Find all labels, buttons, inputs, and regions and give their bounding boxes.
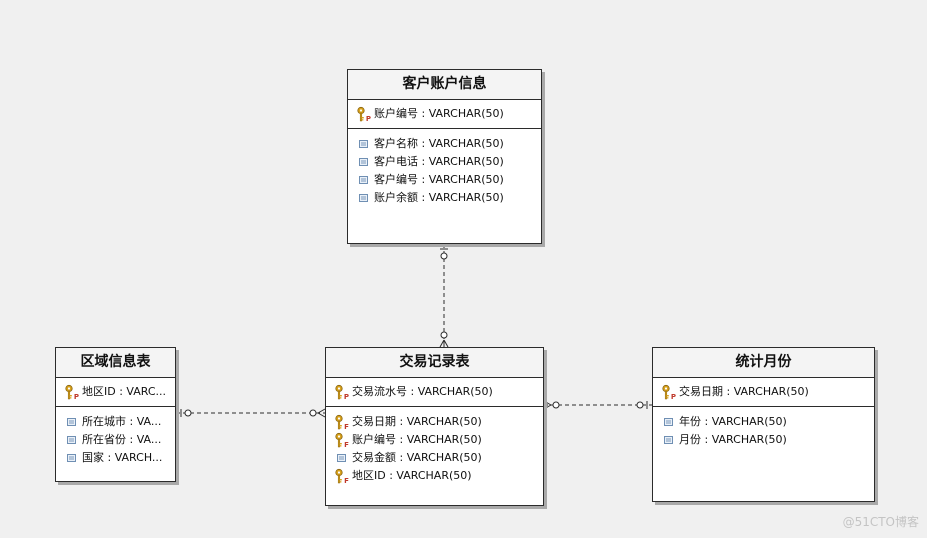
attribute-row[interactable]: 国家 : VARCH... — [56, 449, 175, 467]
entity-title: 区域信息表 — [56, 348, 175, 378]
attribute-icon — [356, 172, 372, 188]
attribute-row[interactable]: 客户编号 : VARCHAR(50) — [348, 171, 541, 189]
watermark: @51CTO博客 — [842, 515, 919, 529]
attribute-label: 账户编号 : VARCHAR(50) — [374, 107, 504, 120]
svg-text:F: F — [344, 423, 349, 430]
foreign-key-icon: F — [334, 432, 350, 449]
relationship-region-transaction[interactable] — [176, 408, 326, 418]
attribute-row[interactable]: 月份 : VARCHAR(50) — [653, 431, 874, 449]
attribute-label: 国家 : VARCH... — [82, 451, 163, 464]
primary-key-icon: P — [334, 384, 350, 401]
attribute-section: 客户名称 : VARCHAR(50) 客户电话 : VARCHAR(50) 客户编号… — [348, 129, 541, 213]
attribute-row[interactable]: 所在省份 : VA... — [56, 431, 175, 449]
svg-text:P: P — [344, 393, 349, 400]
attribute-row[interactable]: 年份 : VARCHAR(50) — [653, 413, 874, 431]
attribute-label: 客户电话 : VARCHAR(50) — [374, 155, 504, 168]
svg-text:P: P — [74, 393, 79, 400]
attribute-icon — [64, 432, 80, 448]
primary-key-icon: P — [661, 384, 677, 401]
attribute-icon — [64, 414, 80, 430]
entity-title: 交易记录表 — [326, 348, 543, 378]
attribute-row[interactable]: 交易金额 : VARCHAR(50) — [326, 449, 543, 467]
attribute-section: 所在城市 : VA... 所在省份 : VA... 国家 : VARCH... — [56, 407, 175, 473]
svg-text:P: P — [671, 393, 676, 400]
attribute-icon — [64, 450, 80, 466]
svg-text:F: F — [344, 477, 349, 484]
attribute-icon — [661, 414, 677, 430]
attribute-label: 所在城市 : VA... — [82, 415, 162, 428]
attribute-label: 交易流水号 : VARCHAR(50) — [352, 385, 493, 398]
relationship-account-transaction[interactable] — [439, 244, 449, 348]
attribute-label: 客户编号 : VARCHAR(50) — [374, 173, 504, 186]
attribute-label: 交易日期 : VARCHAR(50) — [679, 385, 809, 398]
attribute-row[interactable]: 所在城市 : VA... — [56, 413, 175, 431]
attribute-icon — [356, 136, 372, 152]
attribute-icon — [356, 190, 372, 206]
attribute-label: 账户余额 : VARCHAR(50) — [374, 191, 504, 204]
svg-text:F: F — [344, 441, 349, 448]
attribute-row[interactable]: 账户余额 : VARCHAR(50) — [348, 189, 541, 207]
attribute-row[interactable]: 客户电话 : VARCHAR(50) — [348, 153, 541, 171]
entity-title: 客户账户信息 — [348, 70, 541, 100]
attribute-icon — [334, 450, 350, 466]
attribute-label: 所在省份 : VA... — [82, 433, 162, 446]
foreign-key-icon: F — [334, 414, 350, 431]
foreign-key-icon: F — [334, 468, 350, 485]
attribute-label: 交易金额 : VARCHAR(50) — [352, 451, 482, 464]
attribute-label: 地区ID : VARCHAR(50) — [352, 469, 472, 482]
attribute-label: 账户编号 : VARCHAR(50) — [352, 433, 482, 446]
attribute-icon — [661, 432, 677, 448]
attribute-row[interactable]: 客户名称 : VARCHAR(50) — [348, 135, 541, 153]
entity-title: 统计月份 — [653, 348, 874, 378]
attribute-section: 年份 : VARCHAR(50) 月份 : VARCHAR(50) — [653, 407, 874, 455]
attribute-label: 年份 : VARCHAR(50) — [679, 415, 787, 428]
svg-text:P: P — [366, 115, 371, 122]
attribute-label: 月份 : VARCHAR(50) — [679, 433, 787, 446]
relationship-month-transaction[interactable] — [543, 400, 652, 410]
attribute-label: 客户名称 : VARCHAR(50) — [374, 137, 504, 150]
attribute-icon — [356, 154, 372, 170]
primary-key-icon: P — [64, 384, 80, 401]
attribute-label: 交易日期 : VARCHAR(50) — [352, 415, 482, 428]
primary-key-icon: P — [356, 106, 372, 123]
attribute-label: 地区ID : VARC... — [82, 385, 167, 398]
